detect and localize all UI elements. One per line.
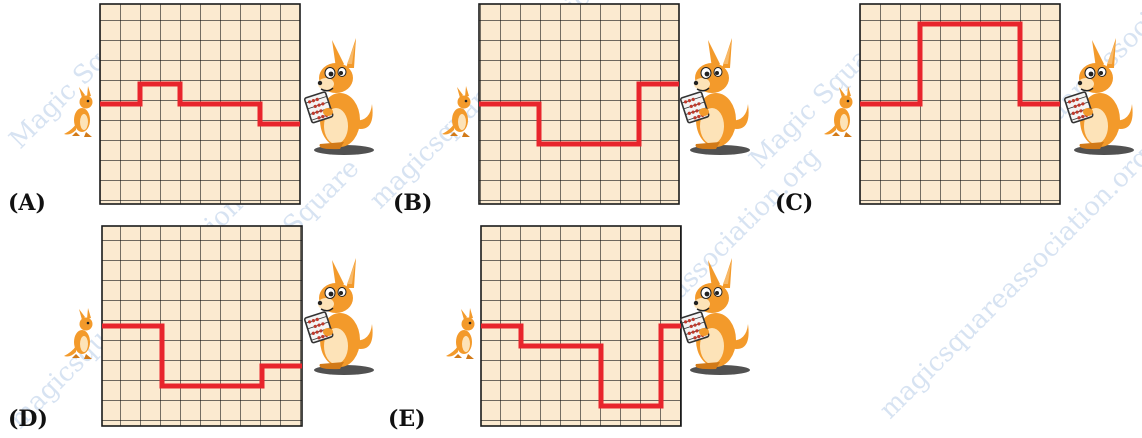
abacus-icon bbox=[304, 92, 333, 124]
kangaroo-with-abacus-icon bbox=[680, 38, 750, 155]
option-a-label: (A) bbox=[8, 192, 46, 214]
kangaroo-with-abacus-icon bbox=[304, 258, 374, 375]
kangaroo-with-abacus-icon bbox=[304, 38, 374, 155]
option-c-label: (C) bbox=[775, 192, 813, 214]
option-c-panel[interactable] bbox=[824, 4, 1134, 204]
abacus-icon bbox=[680, 312, 709, 344]
option-d-panel[interactable] bbox=[64, 226, 374, 426]
abacus-icon bbox=[304, 312, 333, 344]
abacus-icon bbox=[680, 92, 709, 124]
option-d-label: (D) bbox=[8, 408, 48, 430]
joey-kangaroo-icon bbox=[446, 308, 475, 359]
option-b-panel[interactable] bbox=[442, 4, 750, 204]
option-b-label: (B) bbox=[393, 192, 432, 214]
option-e-label: (E) bbox=[388, 408, 426, 430]
